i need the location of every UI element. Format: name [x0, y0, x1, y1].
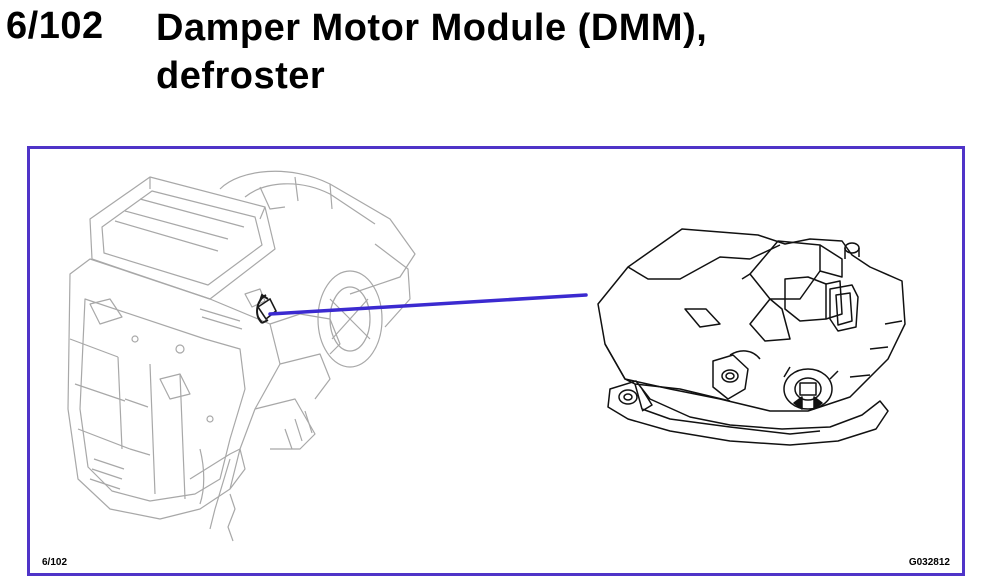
figure-reference-label: 6/102 — [42, 557, 68, 568]
actuator-location-marker — [256, 293, 278, 324]
damper-motor-module-illustration — [597, 228, 906, 446]
leader-line — [268, 293, 588, 316]
figure-frame: 6/102 G032812 — [27, 146, 965, 576]
page-heading: 6/102 Damper Motor Module (DMM), defrost… — [6, 0, 976, 110]
figure-illustration — [67, 170, 906, 542]
page-title: Damper Motor Module (DMM), defroster — [156, 7, 708, 97]
reference-number: 6/102 — [6, 5, 104, 47]
figure-id-label: G032812 — [908, 557, 950, 568]
heater-unit-illustration — [67, 170, 416, 542]
